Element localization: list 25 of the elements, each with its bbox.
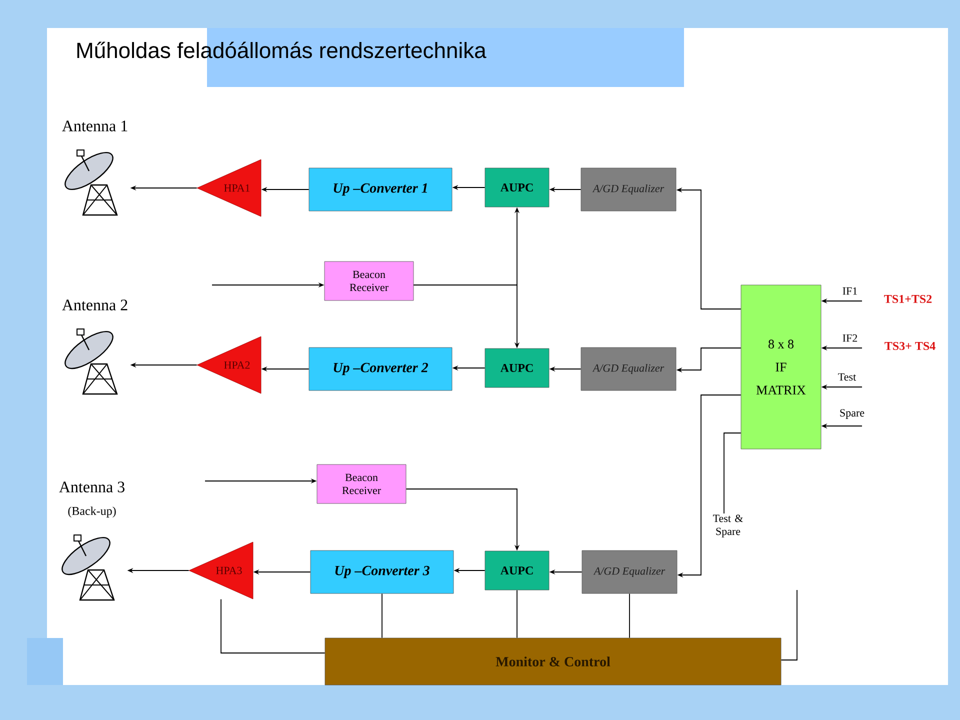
equalizer-box: A/GD Equalizer	[582, 550, 678, 594]
converter-box: Up –Converter 3	[310, 550, 454, 594]
equalizer-box: A/GD Equalizer	[580, 168, 676, 212]
control-bar: Monitor & Control	[324, 638, 782, 686]
matrix-box: 8 x 8 IF MATRIX	[740, 284, 822, 450]
amplifier-triangle: HPA3	[188, 542, 254, 600]
signal-label: TS3+ TS4	[884, 342, 936, 350]
note-text: Test & Spare	[713, 514, 743, 538]
signal-label: TS1+TS2	[884, 294, 932, 304]
edge-label: Spare	[838, 408, 866, 420]
aupc-box: AUPC	[484, 348, 550, 388]
antenna-note: (Back-up)	[68, 506, 116, 518]
antenna-label: Antenna 1	[62, 120, 128, 132]
aupc-box: AUPC	[484, 550, 550, 590]
equalizer-box: A/GD Equalizer	[580, 347, 676, 391]
title: Műholdas feladóállomás rendszertechnika	[77, 42, 486, 58]
antenna-label: Antenna 3	[59, 482, 124, 492]
aupc-box: AUPC	[484, 168, 550, 208]
receiver-box: Beacon Receiver	[324, 261, 414, 301]
antenna-label: Antenna 2	[62, 300, 128, 310]
amplifier-triangle: HPA1	[196, 159, 262, 217]
receiver-box: Beacon Receiver	[316, 464, 406, 504]
converter-box: Up –Converter 2	[308, 347, 452, 391]
amplifier-triangle: HPA2	[196, 336, 262, 394]
converter-box: Up –Converter 1	[308, 168, 452, 212]
